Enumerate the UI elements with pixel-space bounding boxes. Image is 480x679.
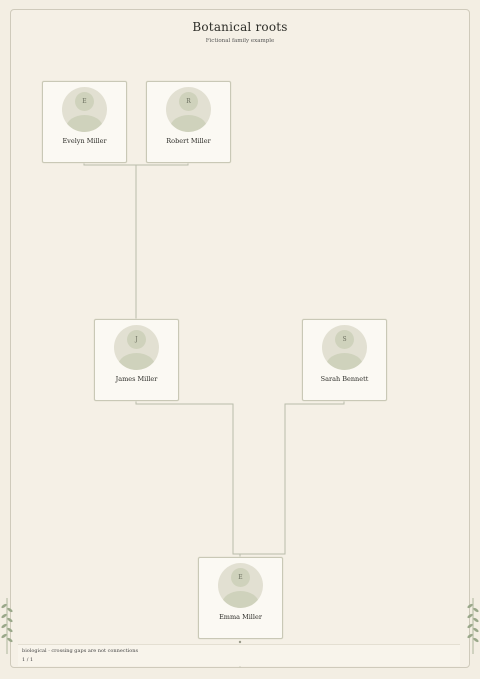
person-card-sarah[interactable]: S Sarah Bennett xyxy=(302,319,387,401)
avatar-initial: E xyxy=(231,568,250,587)
avatar-body xyxy=(222,591,259,608)
avatar-body xyxy=(66,115,103,132)
avatar-initial: E xyxy=(75,92,94,111)
avatar: E xyxy=(218,563,263,608)
page-title: Botanical roots xyxy=(192,20,288,34)
person-card-emma[interactable]: E Emma Miller xyxy=(198,557,283,639)
leaf-sprig-right-icon xyxy=(467,598,479,654)
avatar-initial: R xyxy=(179,92,198,111)
avatar: J xyxy=(114,325,159,370)
legend-note: biological · crossing gaps are not conne… xyxy=(22,648,139,654)
avatar-body xyxy=(170,115,207,132)
descent-line-james-emma xyxy=(135,400,241,557)
person-card-james[interactable]: J James Miller xyxy=(94,319,179,401)
person-name: James Miller xyxy=(115,375,158,383)
person-name: Sarah Bennett xyxy=(320,375,369,383)
person-name: Emma Miller xyxy=(219,613,262,621)
leaf-sprig-left-icon xyxy=(1,598,13,654)
avatar-body xyxy=(118,353,155,370)
descent-line-sarah-emma xyxy=(240,400,345,555)
avatar: E xyxy=(62,87,107,132)
avatar-body xyxy=(326,353,363,370)
legend-bar: biological · crossing gaps are not conne… xyxy=(18,644,460,666)
person-card-evelyn[interactable]: E Evelyn Miller xyxy=(42,81,127,163)
person-name: Evelyn Miller xyxy=(62,137,107,145)
person-name: Robert Miller xyxy=(166,137,211,145)
avatar-initial: S xyxy=(335,330,354,349)
page-indicator: 1 / 1 xyxy=(22,657,34,663)
avatar: S xyxy=(322,325,367,370)
avatar: R xyxy=(166,87,211,132)
person-card-robert[interactable]: R Robert Miller xyxy=(146,81,231,163)
page-subtitle: Fictional family example xyxy=(205,38,275,44)
avatar-initial: J xyxy=(127,330,146,349)
